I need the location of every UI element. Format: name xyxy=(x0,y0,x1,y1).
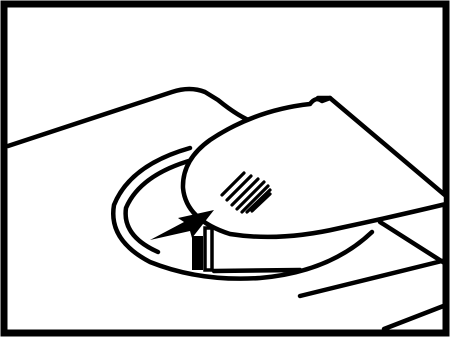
recess-floor-line xyxy=(214,270,300,271)
